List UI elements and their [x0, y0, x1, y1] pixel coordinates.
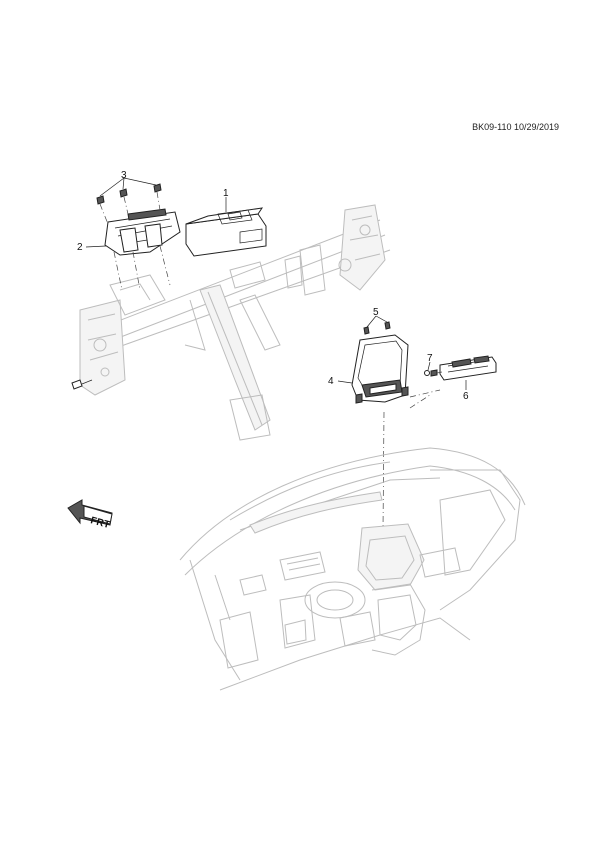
callout-2: 2 — [77, 242, 83, 253]
front-direction-arrow-icon — [67, 499, 113, 526]
screw-part-5 — [363, 321, 391, 335]
document-id: BK09-110 10/29/2019 — [472, 122, 559, 132]
instrument-panel — [179, 447, 526, 691]
connector-module-part-6 — [439, 355, 497, 381]
callout-6: 6 — [463, 391, 469, 402]
fastener-part-7 — [424, 369, 438, 377]
front-direction-label: FRT — [89, 515, 111, 531]
callout-3: 3 — [121, 170, 127, 181]
control-module-part-1 — [185, 207, 267, 257]
mounting-bracket-part-2 — [104, 208, 181, 256]
cross-car-beam — [71, 204, 391, 441]
callout-7: 7 — [427, 353, 433, 364]
display-cluster-part-4 — [351, 334, 409, 404]
callout-5: 5 — [373, 307, 379, 318]
callout-1: 1 — [223, 188, 229, 199]
screw-part-3 — [96, 183, 162, 205]
callout-4: 4 — [328, 376, 334, 387]
